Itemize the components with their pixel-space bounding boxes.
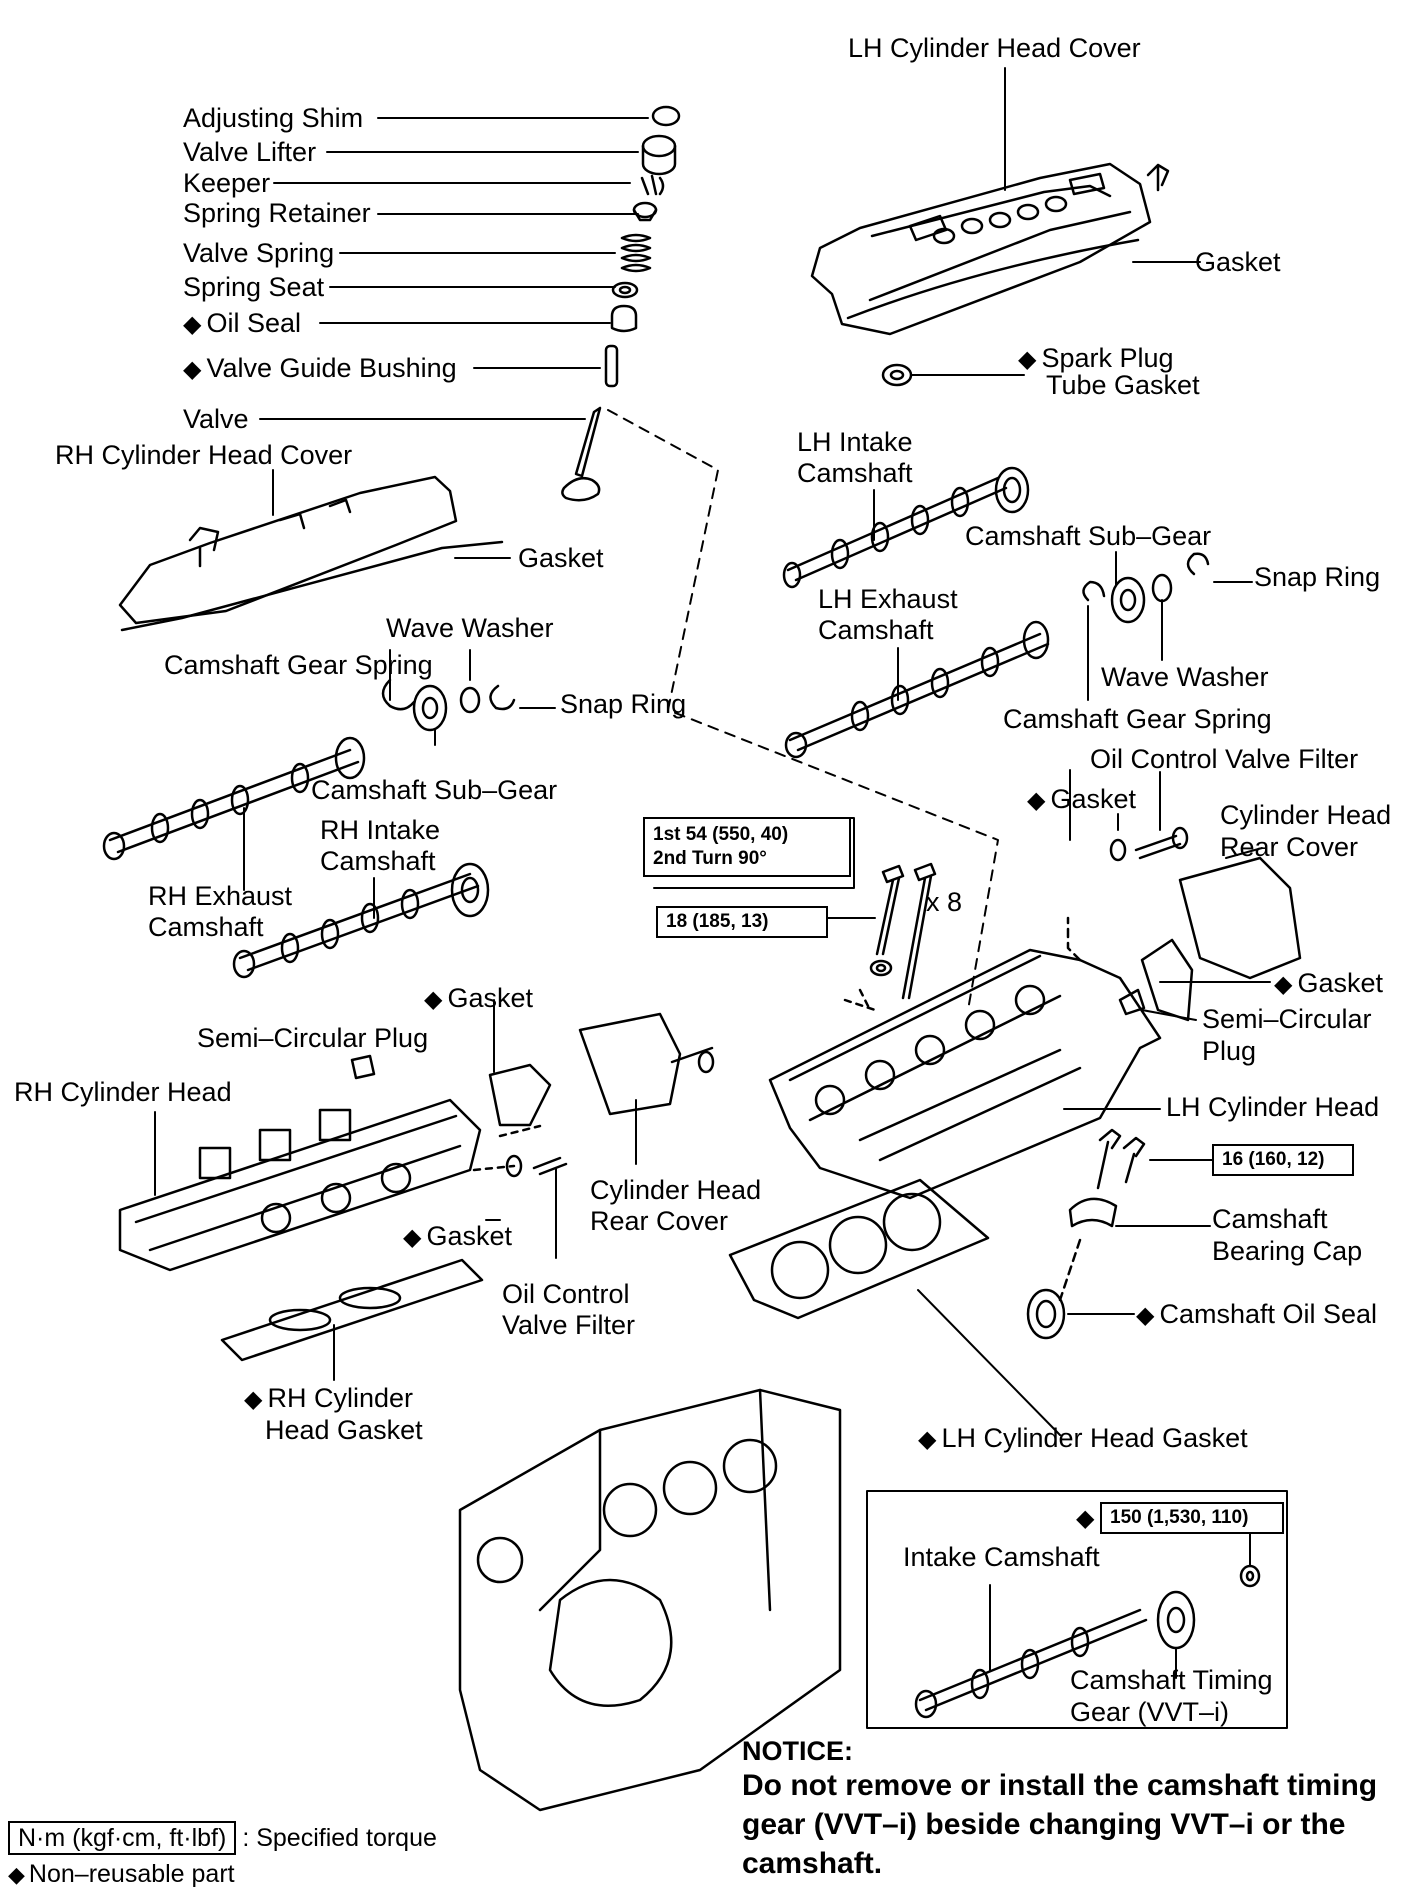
legend-nonreusable: ◆Non–reusable part <box>8 1860 235 1889</box>
label-gasket-rear-rh: ◆Gasket <box>424 983 534 1013</box>
label-rh-exhaust-2: Camshaft <box>148 912 264 942</box>
label-snap-ring-lh: Snap Ring <box>1254 562 1381 592</box>
rh-cover-drawing <box>118 469 511 632</box>
label-snap-ring-rh: Snap Ring <box>560 689 687 719</box>
label-chrc-lh: Cylinder Head <box>1220 800 1392 830</box>
lh-camshafts-drawing <box>782 466 1253 759</box>
torque-box-18: 18 (185, 13) <box>656 906 828 938</box>
legend-torque: N·m (kgf·cm, ft·lbf): Specified torque <box>8 1821 437 1855</box>
label-spring-retainer: Spring Retainer <box>183 198 371 228</box>
label-ocv-rh: Oil Control <box>502 1279 630 1309</box>
label-lh-exhaust: LH Exhaust <box>818 584 958 614</box>
label-spring-seat: Spring Seat <box>183 272 325 302</box>
label-lh-intake: LH Intake <box>797 427 913 457</box>
label-cam-gear-spring-rh: Camshaft Gear Spring <box>164 650 433 680</box>
valve-train-parts <box>259 105 681 502</box>
rh-head-drawing <box>118 999 715 1381</box>
label-gasket-ocv-lh: ◆Gasket <box>1027 784 1137 814</box>
diamond-icon: ◆ <box>183 311 202 338</box>
diamond-150: ◆ <box>1076 1505 1095 1532</box>
label-rh-head-gasket-2: Head Gasket <box>265 1415 423 1445</box>
diamond-icon: ◆ <box>1027 787 1046 814</box>
label-wave-washer-rh: Wave Washer <box>386 613 554 643</box>
torque-bolt-2nd: 2nd Turn 90° <box>653 848 767 869</box>
bearing-cap-drawing <box>1026 1128 1211 1340</box>
label-vvt: Camshaft Timing <box>1070 1665 1273 1695</box>
lh-cover-drawing <box>810 67 1201 387</box>
diamond-icon: ◆ <box>8 1862 25 1887</box>
label-intake-camshaft: Intake Camshaft <box>903 1542 1100 1572</box>
label-ocv-rh-2: Valve Filter <box>502 1310 636 1340</box>
label-lh-exhaust-2: Camshaft <box>818 615 934 645</box>
label-chrc-lh-2: Rear Cover <box>1220 832 1359 862</box>
label-vvt-2: Gear (VVT–i) <box>1070 1697 1230 1727</box>
label-cam-oil-seal: ◆Camshaft Oil Seal <box>1136 1299 1378 1329</box>
label-cam-sub-gear-lh: Camshaft Sub–Gear <box>965 521 1212 551</box>
label-lh-intake-2: Camshaft <box>797 458 913 488</box>
label-cam-sub-gear-rh: Camshaft Sub–Gear <box>311 775 558 805</box>
rh-camshafts-drawing <box>102 649 556 979</box>
label-rh-intake: RH Intake <box>320 815 441 845</box>
engine-block-drawing <box>458 1388 842 1812</box>
diamond-icon: ◆ <box>1274 971 1293 998</box>
legend-unit-text: : Specified torque <box>242 1824 437 1852</box>
diamond-icon: ◆ <box>918 1426 937 1453</box>
label-gasket-ocv-rh: ◆Gasket <box>403 1221 513 1251</box>
diamond-icon: ◆ <box>1136 1302 1155 1329</box>
label-rh-intake-2: Camshaft <box>320 846 436 876</box>
label-semi-plug-lh-2: Plug <box>1202 1036 1257 1066</box>
label-rh-cover: RH Cylinder Head Cover <box>55 440 353 470</box>
label-tube-gasket: Tube Gasket <box>1046 370 1200 400</box>
label-x8: x 8 <box>926 887 963 917</box>
notice-body: Do not remove or install the camshaft ti… <box>742 1769 1378 1880</box>
diamond-icon: ◆ <box>183 356 202 383</box>
label-valve-lifter: Valve Lifter <box>183 137 317 167</box>
label-rh-head-gasket: ◆RH Cylinder <box>244 1383 414 1413</box>
label-cam-bearing: Camshaft <box>1212 1204 1328 1234</box>
label-cam-gear-spring-lh: Camshaft Gear Spring <box>1003 704 1272 734</box>
label-semi-plug-rh: Semi–Circular Plug <box>197 1023 429 1053</box>
label-oil-seal: ◆Oil Seal <box>183 308 302 338</box>
label-gasket-rear-lh: ◆Gasket <box>1274 968 1384 998</box>
label-chrc-rh: Cylinder Head <box>590 1175 762 1205</box>
label-wave-washer-lh: Wave Washer <box>1101 662 1269 692</box>
legend-unit-box: N·m (kgf·cm, ft·lbf) <box>8 1821 237 1855</box>
torque-box-16: 16 (160, 12) <box>1212 1144 1354 1176</box>
torque-box-bolt: 1st 54 (550, 40) 2nd Turn 90° <box>643 817 851 877</box>
label-gasket-rh-cover: Gasket <box>518 543 604 573</box>
label-lh-head-gasket: ◆LH Cylinder Head Gasket <box>918 1423 1248 1453</box>
label-rh-head: RH Cylinder Head <box>14 1077 232 1107</box>
lh-head-drawing <box>768 769 1197 1200</box>
label-spark-plug: ◆Spark Plug <box>1018 343 1174 373</box>
label-lh-head: LH Cylinder Head <box>1166 1092 1380 1122</box>
lh-rear-cover-drawing <box>1109 771 1302 1022</box>
label-valve: Valve <box>183 404 249 434</box>
torque-bolt-1st: 1st 54 (550, 40) <box>653 824 789 845</box>
diamond-icon: ◆ <box>1018 346 1037 373</box>
label-valve-spring: Valve Spring <box>183 238 335 268</box>
label-semi-plug-lh: Semi–Circular <box>1202 1004 1372 1034</box>
label-cam-bearing-2: Bearing Cap <box>1212 1236 1363 1266</box>
diamond-icon: ◆ <box>244 1386 263 1413</box>
label-valve-guide: ◆Valve Guide Bushing <box>183 353 457 383</box>
label-ocv-filter-lh: Oil Control Valve Filter <box>1090 744 1359 774</box>
diamond-icon: ◆ <box>424 986 443 1013</box>
label-lh-cover: LH Cylinder Head Cover <box>848 33 1141 63</box>
label-rh-exhaust: RH Exhaust <box>148 881 293 911</box>
lh-head-gasket-drawing <box>728 1178 1061 1436</box>
legend-nonreusable-text: Non–reusable part <box>28 1860 235 1888</box>
head-bolts-drawing <box>653 817 937 1012</box>
notice-heading: NOTICE: <box>742 1736 853 1766</box>
torque-box-150: 150 (1,530, 110) <box>1100 1502 1284 1534</box>
vvt-inset-drawing <box>866 1490 1288 1729</box>
label-adjusting-shim: Adjusting Shim <box>183 103 364 133</box>
label-chrc-rh-2: Rear Cover <box>590 1206 729 1236</box>
diamond-icon: ◆ <box>403 1224 422 1251</box>
label-keeper: Keeper <box>183 168 271 198</box>
label-gasket-lh-cover: Gasket <box>1195 247 1281 277</box>
